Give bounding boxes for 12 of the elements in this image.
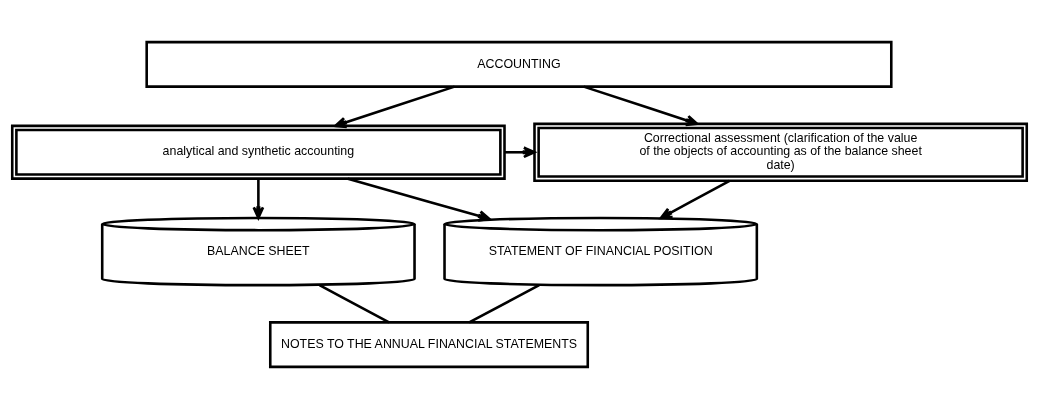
node-box: ACCOUNTING <box>145 40 893 88</box>
arrow <box>252 178 265 220</box>
arrow <box>334 85 455 129</box>
arrow <box>659 179 731 220</box>
node-box: Correctional assessment (clarification of the value of the objects of accounting as of the balance sheet date) <box>533 122 1029 182</box>
connector <box>318 284 390 324</box>
connector <box>468 284 540 324</box>
arrow <box>583 85 699 127</box>
arrow <box>504 146 536 159</box>
node-box: analytical and synthetic accounting <box>10 124 506 180</box>
arrow <box>347 177 491 222</box>
node-box: NOTES TO THE ANNUAL FINANCIAL STATEMENTS <box>268 321 590 369</box>
